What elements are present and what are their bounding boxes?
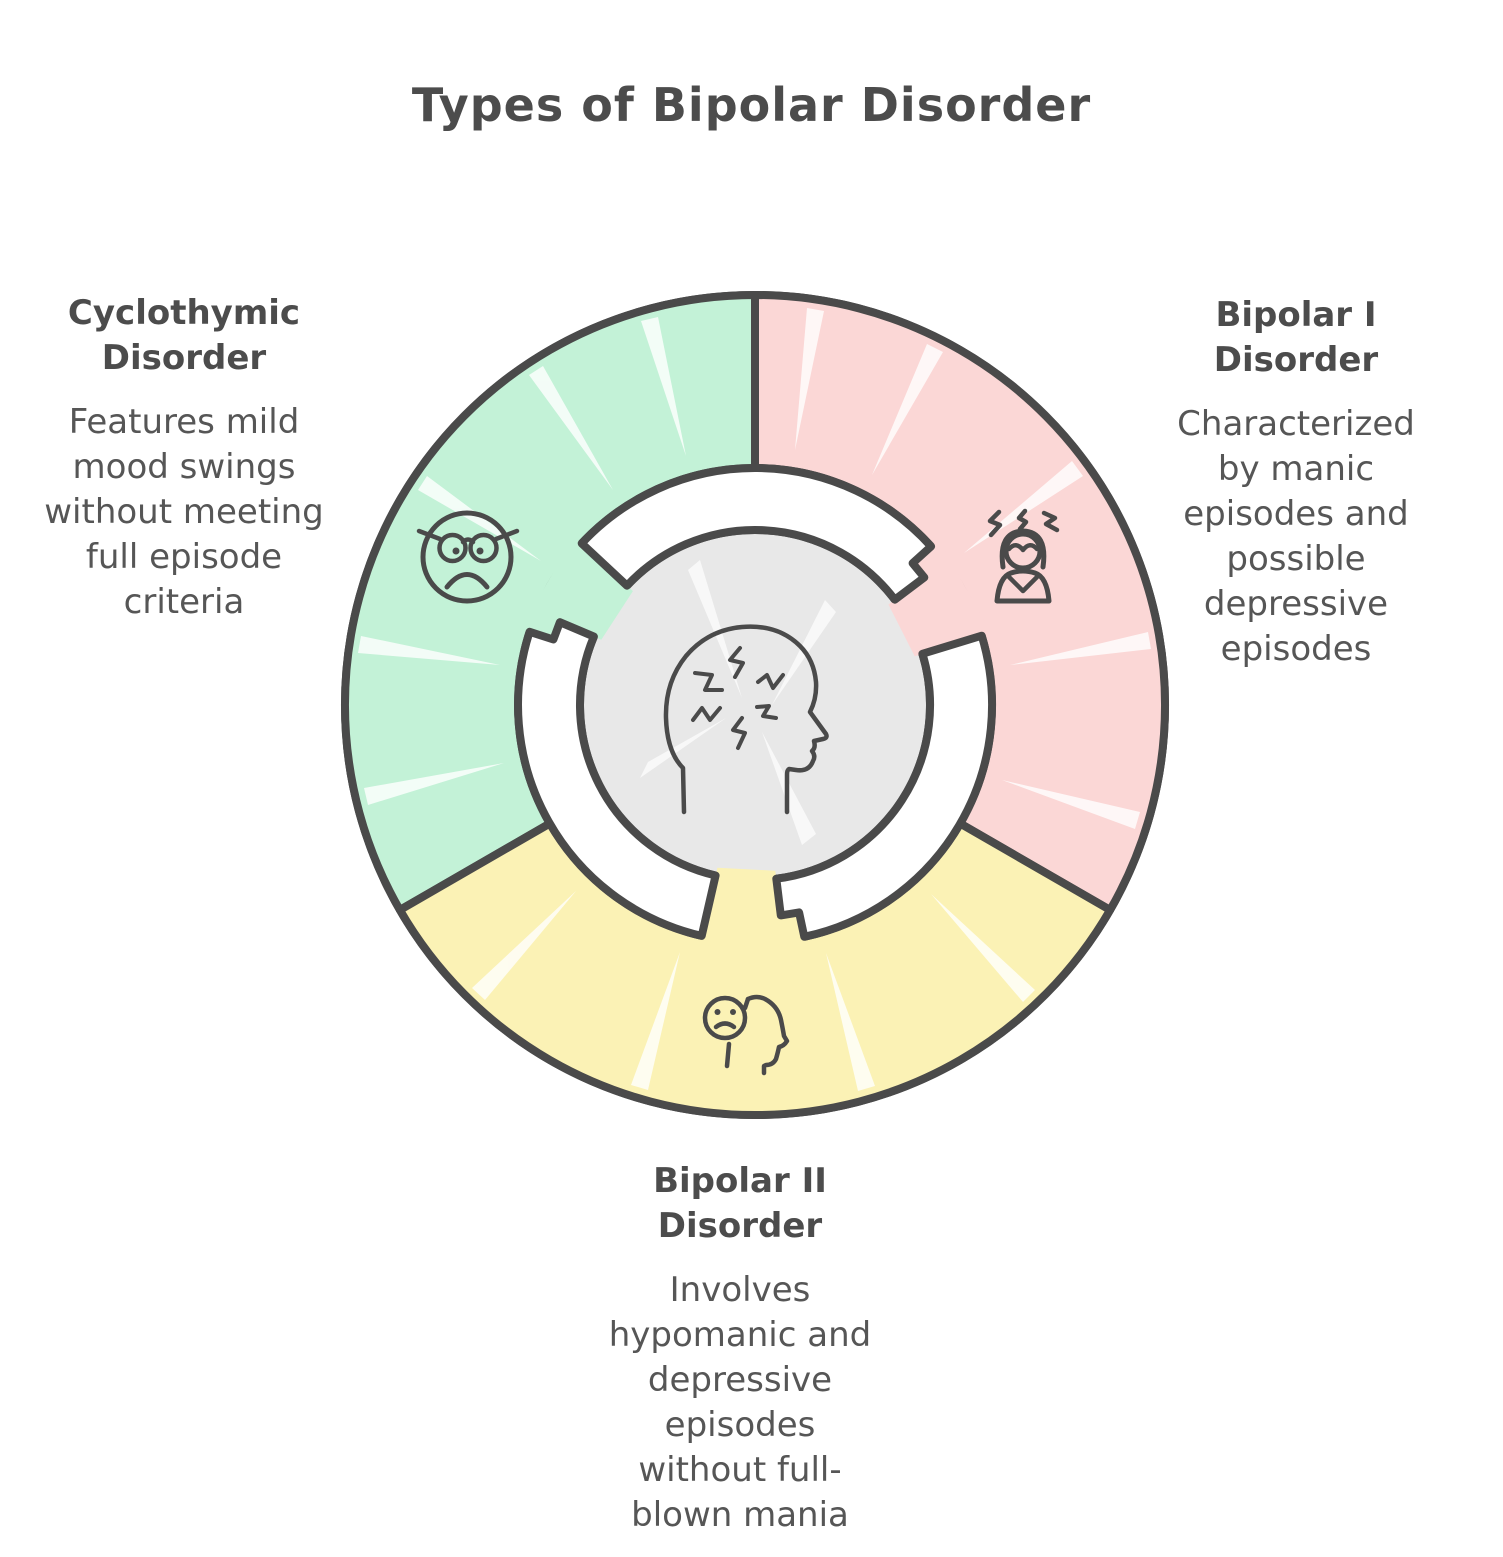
segment-heading: Cyclothymic Disorder	[67, 293, 301, 378]
segment-heading: Bipolar I Disorder	[1213, 295, 1379, 380]
angry-face-glasses-icon	[416, 510, 520, 604]
scribble-streaks	[358, 308, 1151, 1091]
segment-description: Involves hypomanic and depressive episod…	[608, 1270, 872, 1535]
inner-ring-arc-right	[772, 631, 996, 941]
segment-label-cyclothymic: Cyclothymic Disorder Features mild mood …	[0, 272, 368, 644]
connector-cyclothymic	[520, 536, 633, 640]
connector-bipolar-1	[888, 539, 992, 657]
segment-heading: Bipolar II Disorder	[653, 1161, 827, 1246]
inner-ring-arc-top	[577, 464, 936, 604]
inner-ring-arc-left	[514, 618, 720, 940]
segment-description: Characterized by manic episodes and poss…	[1177, 404, 1415, 669]
diagram-title: Types of Bipolar Disorder	[411, 78, 1092, 132]
segment-label-bipolar-1: Bipolar I Disorder Characterized by mani…	[1116, 274, 1476, 691]
segment-label-bipolar-2: Bipolar II Disorder Involves hypomanic a…	[560, 1140, 920, 1557]
stressed-woman-icon	[987, 508, 1060, 604]
sad-face-profile-icon	[702, 994, 790, 1076]
connector-bipolar-2	[699, 867, 807, 947]
segment-description: Features mild mood swings without meetin…	[44, 402, 324, 622]
troubled-mind-head-icon	[663, 624, 829, 815]
